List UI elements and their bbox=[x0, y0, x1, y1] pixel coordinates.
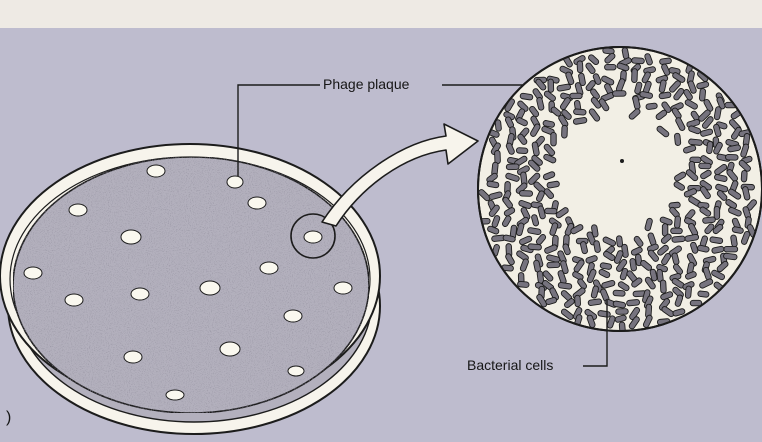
bacterial-cell bbox=[725, 154, 738, 160]
plaque bbox=[288, 366, 304, 376]
bacterial-cell bbox=[626, 299, 639, 306]
bacterial-cell bbox=[646, 103, 658, 110]
bacterial-cell bbox=[573, 109, 586, 116]
plaque bbox=[220, 342, 240, 356]
plaque bbox=[304, 231, 322, 243]
plaque bbox=[124, 351, 142, 363]
phage-plaque-label: Phage plaque bbox=[323, 77, 409, 91]
bacterial-cell bbox=[702, 217, 715, 224]
bacterial-cell bbox=[605, 64, 616, 70]
bacterial-cell bbox=[672, 236, 686, 243]
plaque bbox=[334, 282, 352, 294]
plaque bbox=[260, 262, 278, 274]
plaque bbox=[131, 288, 149, 300]
bacterial-cell bbox=[698, 291, 710, 298]
bacterial-cell bbox=[674, 133, 681, 146]
bacterial-cell bbox=[631, 58, 644, 64]
plaque bbox=[147, 165, 165, 177]
plaque-center-dot bbox=[620, 159, 624, 163]
bacterial-cell bbox=[616, 309, 629, 315]
plaque bbox=[200, 281, 220, 295]
bacterial-cell bbox=[517, 281, 529, 287]
bacterial-cell bbox=[547, 262, 560, 268]
plaque bbox=[284, 310, 302, 322]
bacterial-cell bbox=[706, 141, 713, 154]
bacterial-cell bbox=[551, 132, 557, 146]
bacterial-cell bbox=[660, 280, 666, 293]
bacterial-cell bbox=[699, 88, 706, 101]
plaque bbox=[65, 294, 83, 306]
bacterial-cell bbox=[519, 190, 532, 196]
bacterial-cell bbox=[632, 69, 638, 83]
bacterial-cell bbox=[685, 286, 692, 299]
plaque bbox=[227, 176, 243, 188]
bacterial-cell bbox=[495, 150, 501, 163]
plaque bbox=[24, 267, 42, 279]
plaque bbox=[121, 230, 141, 244]
bacterial-cell bbox=[575, 295, 581, 307]
bacterial-lawn bbox=[13, 157, 369, 413]
panel-letter: ) bbox=[6, 410, 11, 426]
bacterial-cell bbox=[506, 164, 519, 170]
bacterial-cell bbox=[671, 228, 683, 234]
bacterial-cell bbox=[688, 139, 702, 146]
bacterial-cell bbox=[699, 163, 711, 169]
bacterial-cell bbox=[723, 253, 737, 260]
bacterial-cell bbox=[577, 61, 583, 73]
bacterial-cell bbox=[741, 170, 747, 182]
plaque bbox=[69, 204, 87, 216]
plaque bbox=[248, 197, 266, 209]
plaque bbox=[166, 390, 184, 400]
bacterial-cell bbox=[674, 216, 681, 229]
bacterial-cell bbox=[613, 290, 625, 296]
bacterial-cell bbox=[516, 147, 528, 153]
bacterial-cell bbox=[545, 208, 558, 214]
bacterial-cell bbox=[690, 300, 702, 306]
bacterial-cell bbox=[528, 244, 542, 251]
bacterial-cells-label: Bacterial cells bbox=[467, 358, 553, 372]
bacterial-cell bbox=[612, 91, 626, 97]
bacterial-cell bbox=[562, 125, 568, 138]
bacterial-cell bbox=[548, 79, 554, 92]
bacterial-cell bbox=[724, 246, 738, 252]
bacterial-cell bbox=[570, 93, 582, 99]
